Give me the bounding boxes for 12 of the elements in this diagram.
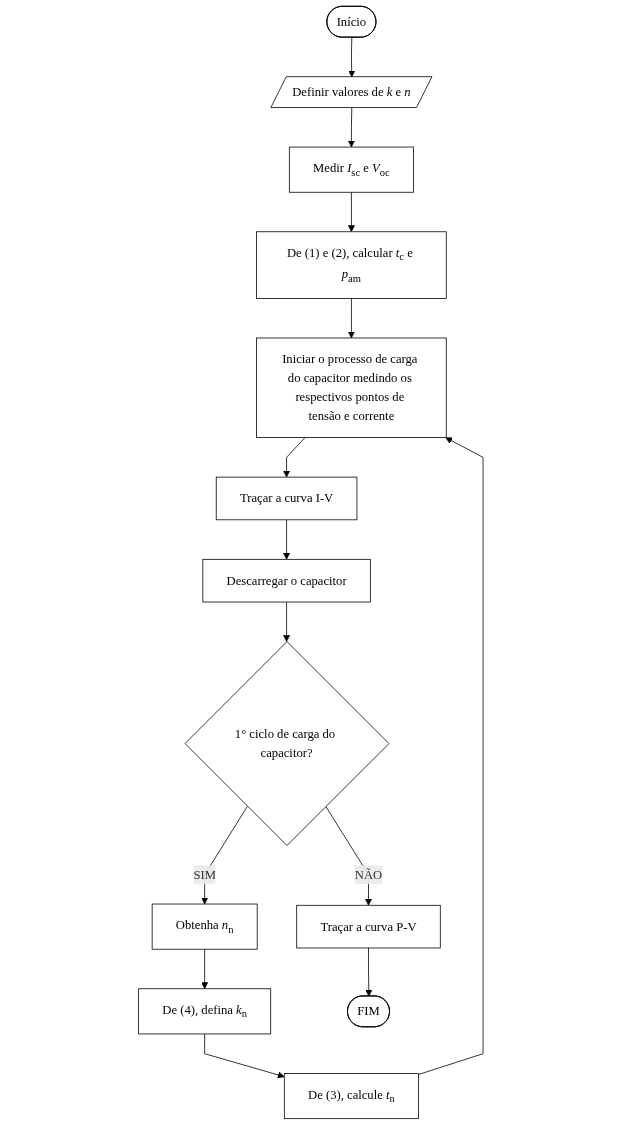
node-box: Descarregar o capacitor xyxy=(202,558,371,603)
node-box: De (3), calcule t$_{n}$ xyxy=(283,1073,419,1120)
node-box: Medir I$_{sc}$ e V$_{oc}$ xyxy=(288,146,414,193)
node-box: Iniciar o processo de carga do capacitor medindo os respectivos pontos de tensão e corrente xyxy=(255,337,447,438)
node-diamond: 1° ciclo de carga do capacitor? xyxy=(184,641,389,846)
node-box: Traçar a curva I-V xyxy=(215,476,357,521)
node-box: De (4), defina k$_{n}$ xyxy=(137,988,271,1035)
node-box: Traçar a curva P-V xyxy=(295,904,441,949)
node-box: Obtenha n$_{n}$ xyxy=(151,903,258,950)
edge-label: SIM xyxy=(193,867,216,882)
edge-label: NÃO xyxy=(354,867,382,882)
node-box: De (1) e (2), calcular t$_{c}$ e p$_{am}$ xyxy=(255,231,447,299)
